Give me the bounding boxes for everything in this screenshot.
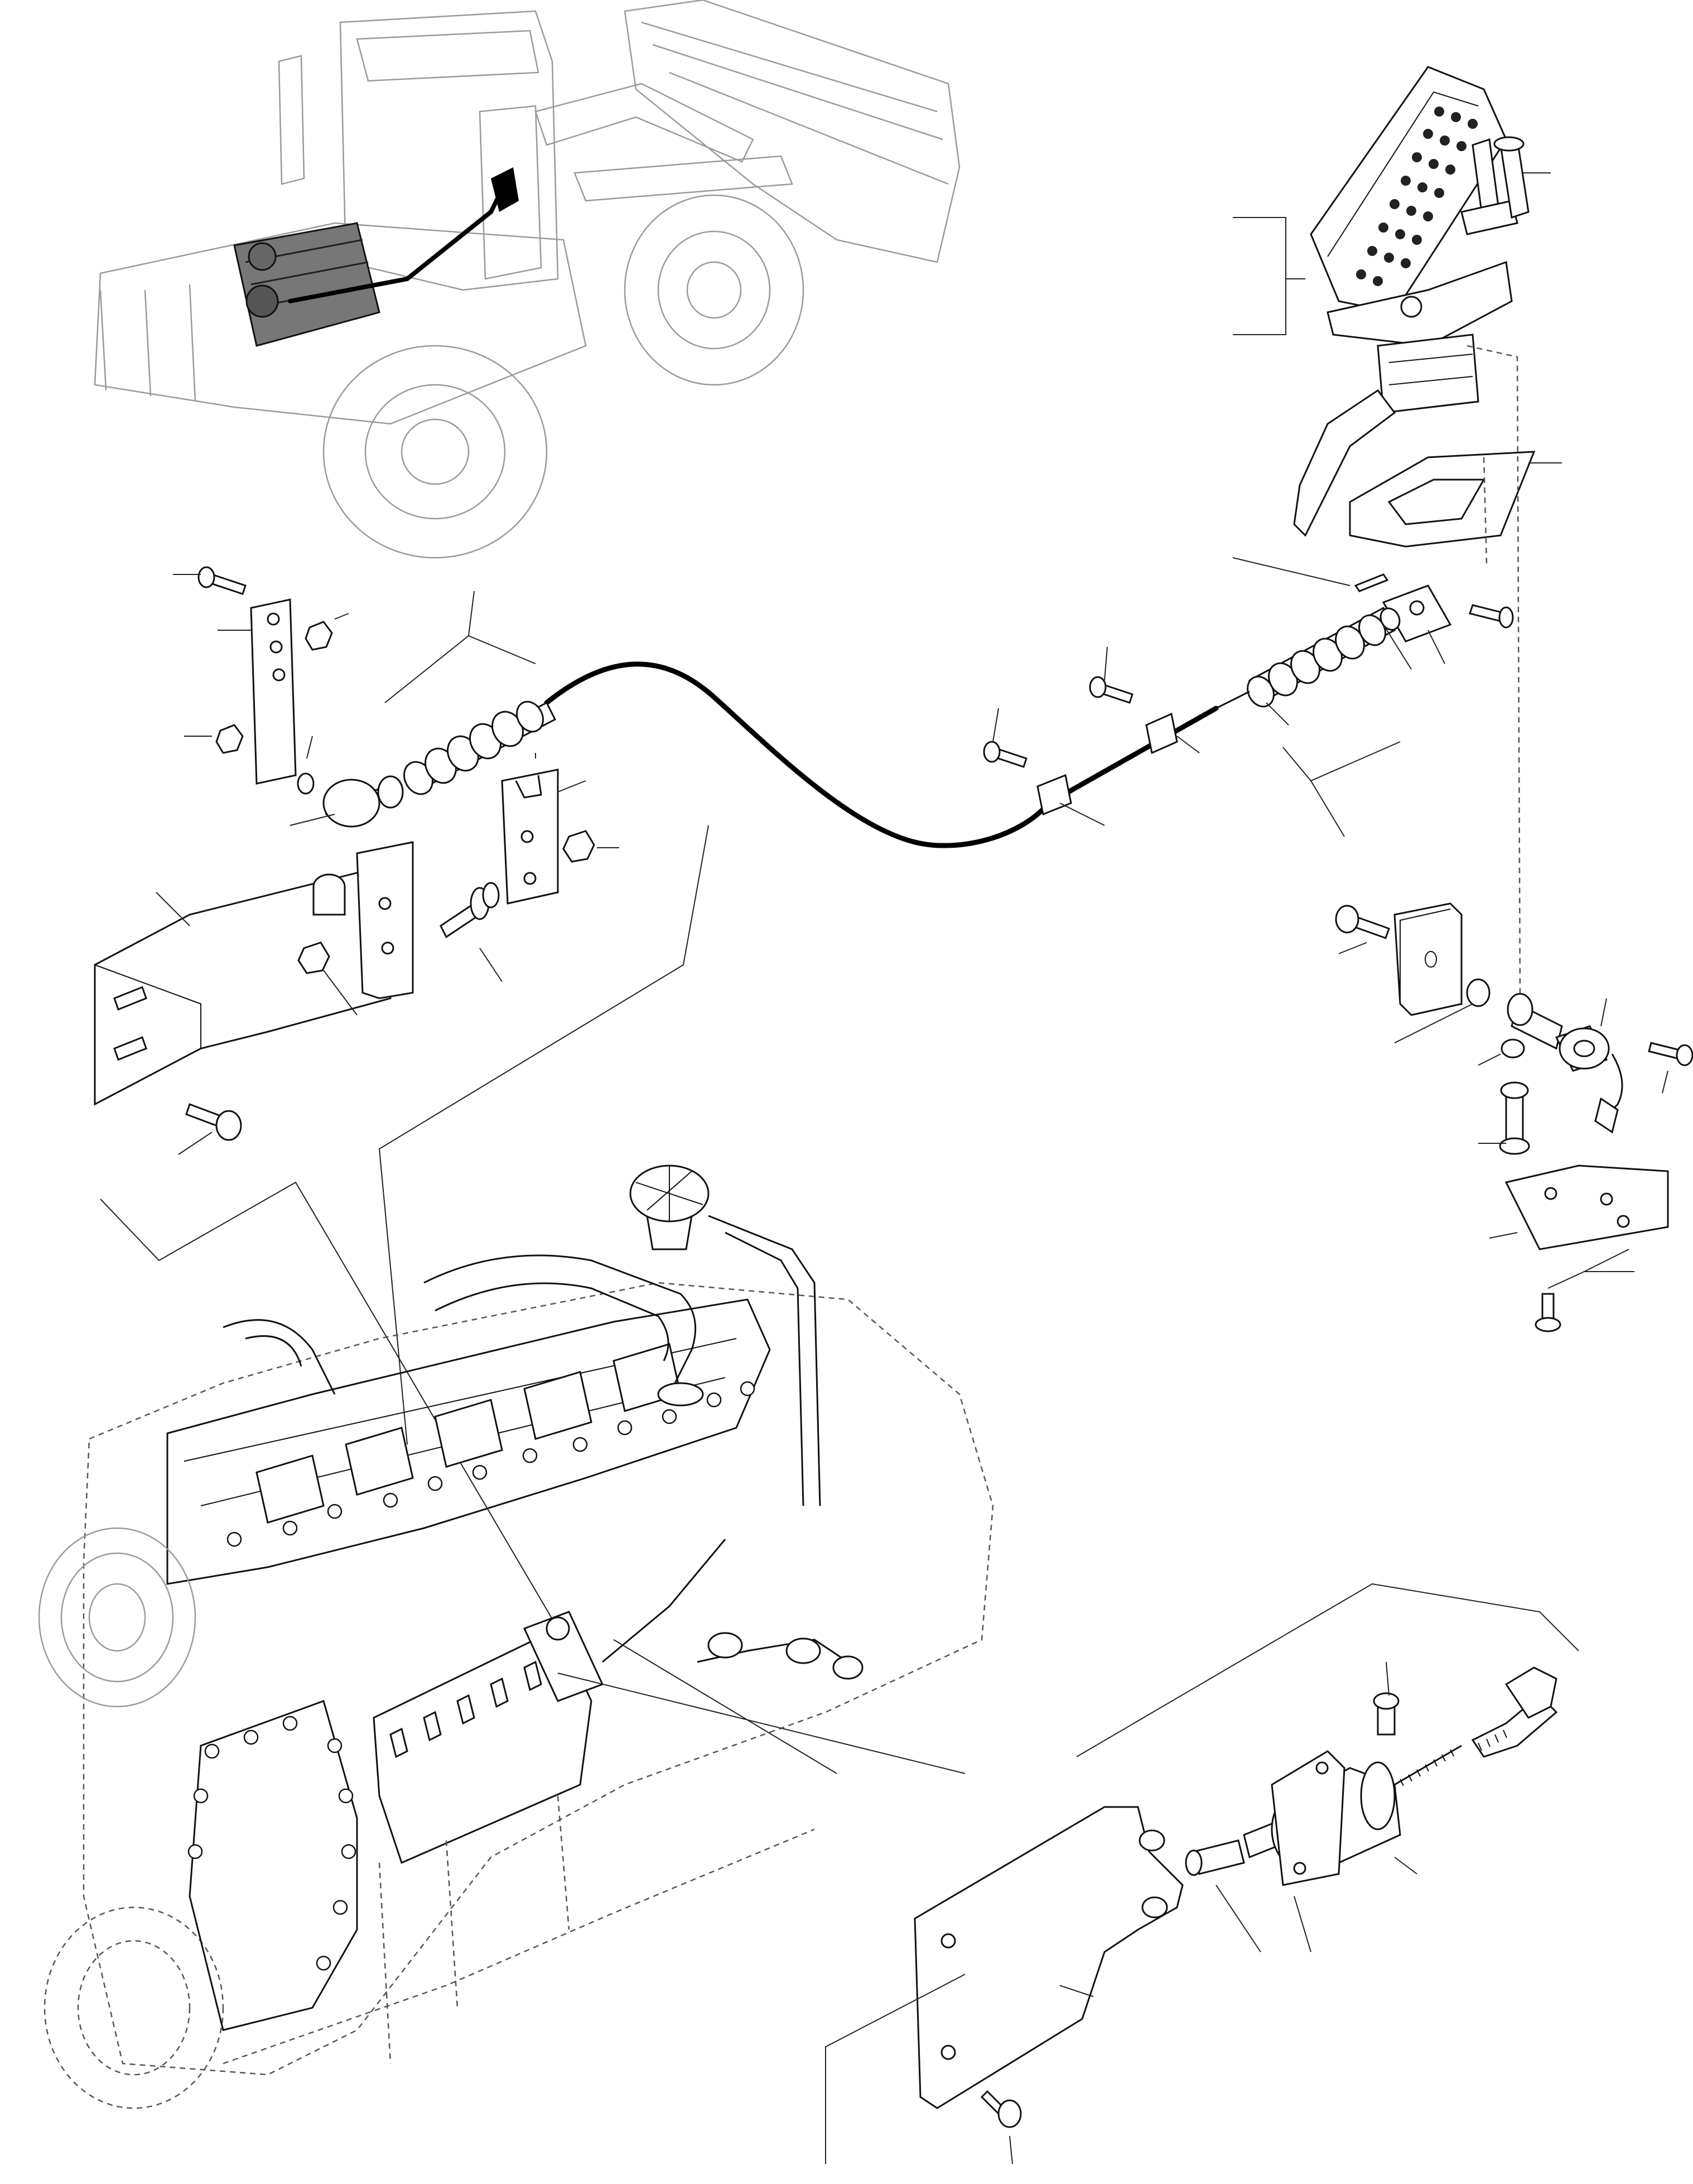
throttle-cable — [544, 661, 1219, 848]
pedal-mounting-plate — [1349, 451, 1536, 548]
accelerator-pedal-assembly — [1293, 66, 1530, 537]
diesel-engine — [38, 1165, 994, 2109]
machine-overview — [94, 0, 961, 559]
center-bracket-plate — [440, 769, 595, 939]
cable-pedal-end — [1216, 573, 1514, 709]
engine-end-group-bracket — [384, 635, 536, 703]
solenoid-mounting-plate — [1504, 1165, 1669, 1332]
cable-ball-joint — [297, 700, 557, 828]
support-link — [197, 566, 333, 785]
engine-reference-leader — [378, 825, 709, 1445]
stop-solenoid-assembly — [1185, 1666, 1558, 1886]
assembly-guide-line — [1467, 345, 1521, 999]
injection-pump-bracket — [914, 1806, 1184, 2128]
support-bracket — [94, 841, 414, 1141]
stop-solenoid-leader — [1076, 1583, 1579, 1757]
pedal-end-group-bracket — [1282, 741, 1401, 782]
pedal-group-bracket — [1233, 217, 1286, 335]
fuel-shutoff-solenoid — [1335, 902, 1693, 1155]
cable-clamps — [983, 676, 1178, 816]
